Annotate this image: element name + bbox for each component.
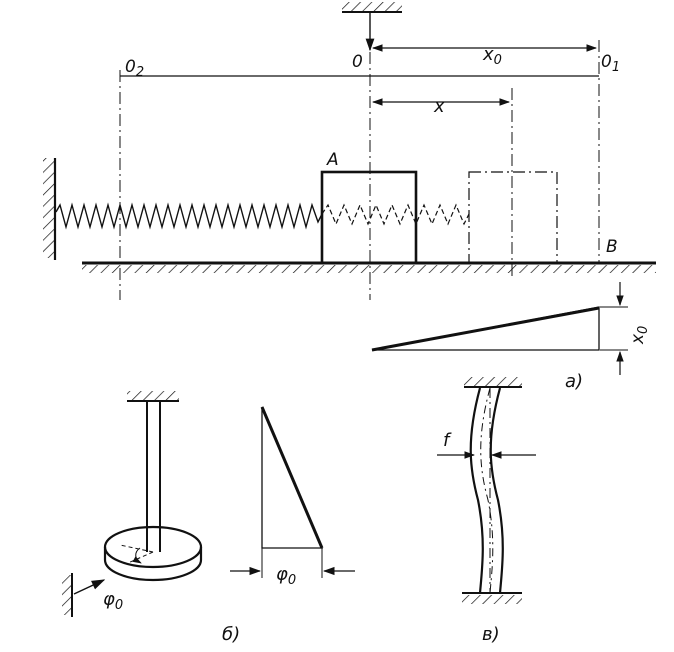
figure-c: f в): [437, 377, 536, 645]
label-o: 0: [352, 52, 363, 72]
mass-a: [320, 170, 418, 265]
mass-displaced: [468, 171, 558, 264]
label-x0: x0: [482, 44, 502, 68]
caption-a: a): [565, 371, 583, 392]
label-o1: 01: [601, 52, 620, 75]
label-mass-a: A: [326, 150, 339, 170]
spring: [55, 202, 323, 230]
label-f: f: [443, 430, 452, 451]
left-wall: [43, 158, 57, 260]
top-support: [342, 2, 402, 52]
angle-diagram: [230, 406, 355, 578]
caption-c: в): [482, 624, 500, 645]
spring-extended: [321, 203, 470, 226]
label-phi0: φ0: [103, 589, 123, 613]
figure-a: 0 01 02 x0 x A B x0 a): [43, 2, 656, 392]
floor: [82, 261, 656, 273]
vertical-guides: [119, 40, 600, 300]
caption-b: б): [222, 624, 240, 645]
label-x: x: [433, 96, 445, 117]
label-b: B: [606, 237, 618, 257]
label-o2: 02: [125, 57, 144, 80]
label-diagram-phi0: φ0: [276, 564, 296, 588]
bent-beam: [469, 387, 504, 594]
disk: [103, 525, 203, 582]
label-wedge-x0: x0: [628, 326, 651, 345]
torsion-rod: [146, 401, 161, 552]
figure-b: φ0 φ0 б): [62, 391, 355, 645]
displacement-wedge: [371, 282, 628, 375]
